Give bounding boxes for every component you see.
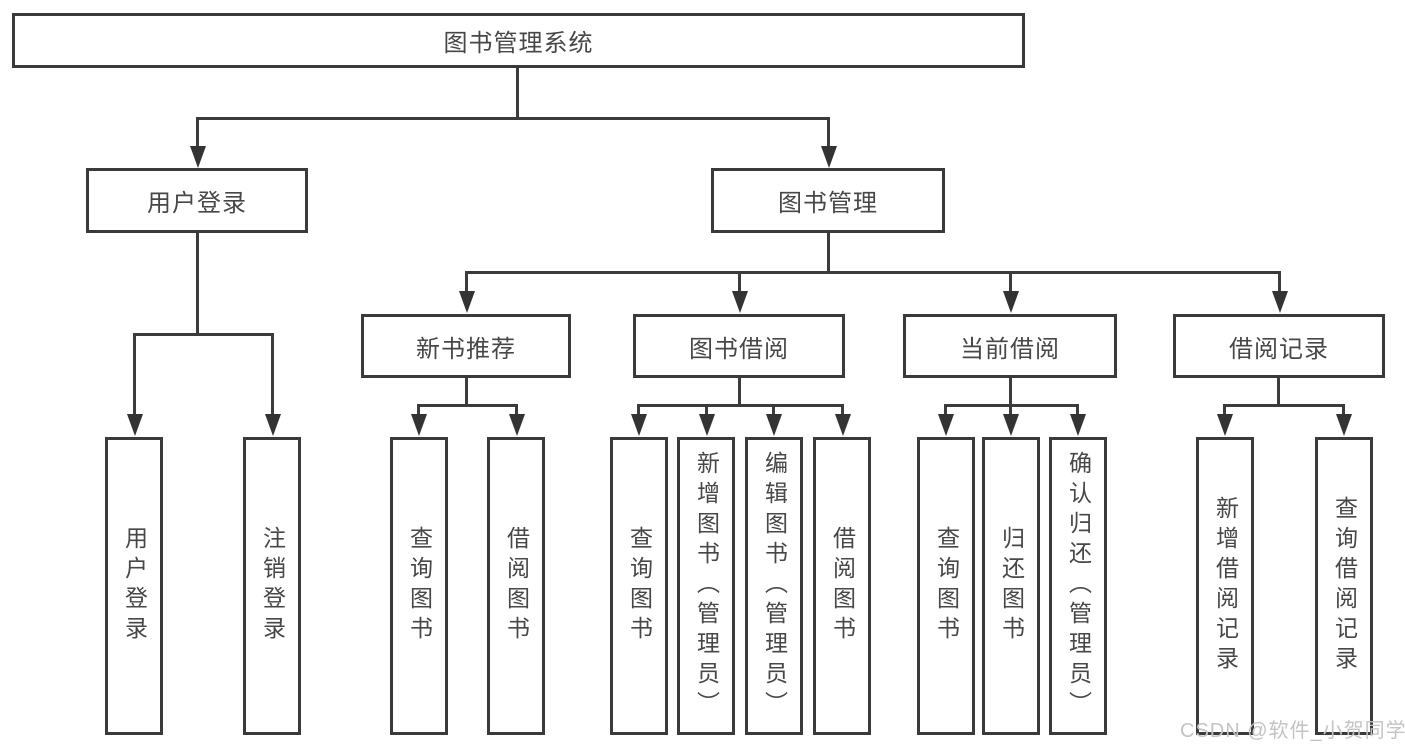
connector-drop-leaf9 (1009, 404, 1012, 416)
connector-userlogin-stem (196, 231, 199, 336)
leaf-query-books-borrowing: 查询图书 (610, 437, 668, 735)
csdn-watermark: CSDN @软件_小贺同学 (1180, 720, 1405, 742)
arrow-leaf1 (265, 414, 281, 436)
node-new-book-recommendation: 新书推荐 (361, 314, 571, 378)
connector-drop-leaf6 (772, 404, 775, 416)
connector-newbooks-stem (465, 376, 468, 407)
arrow-leaf5 (699, 414, 715, 436)
connector-drop-leaf0 (133, 333, 136, 416)
connector-drop-leaf4 (637, 404, 640, 416)
connector-drop-leaf1 (271, 333, 274, 416)
leaf-user-login: 用户登录 (105, 437, 163, 735)
node-root-system: 图书管理系统 (12, 13, 1025, 68)
arrow-book-mgmt (821, 146, 837, 168)
connector-userlogin-branch (133, 333, 274, 336)
node-borrowing-records: 借阅记录 (1173, 314, 1385, 378)
connector-drop-leaf5 (705, 404, 708, 416)
connector-borrowing-branch (637, 404, 844, 407)
connector-drop-book-mgmt (827, 117, 830, 148)
arrow-user-login (190, 146, 206, 168)
connector-bookmgmt-branch (465, 271, 1281, 274)
arrow-leaf4 (631, 414, 647, 436)
leaf-add-book-admin: 新增图书（管理员） (677, 437, 735, 735)
connector-drop-leaf11 (1223, 404, 1226, 416)
arrow-leaf0 (127, 414, 143, 436)
node-book-borrowing: 图书借阅 (633, 314, 845, 378)
arrow-leaf9 (1003, 414, 1019, 436)
leaf-return-books: 归还图书 (982, 437, 1040, 735)
arrow-borrowing (732, 291, 748, 313)
connector-records-stem (1277, 376, 1280, 407)
connector-drop-newbooks (465, 271, 468, 293)
connector-borrowing-stem (738, 376, 741, 407)
arrow-leaf10 (1070, 414, 1086, 436)
connector-records-branch (1223, 404, 1345, 407)
arrow-current (1003, 291, 1019, 313)
leaf-query-borrow-record: 查询借阅记录 (1315, 437, 1373, 735)
leaf-borrow-books-recommend: 借阅图书 (487, 437, 545, 735)
connector-drop-leaf7 (841, 404, 844, 416)
connector-bookmgmt-stem (827, 231, 830, 274)
connector-drop-borrowing (738, 271, 741, 293)
leaf-confirm-return-admin: 确认归还（管理员） (1049, 437, 1107, 735)
connector-root-stem (516, 66, 519, 119)
leaf-query-books-current: 查询图书 (917, 437, 975, 735)
connector-drop-leaf12 (1342, 404, 1345, 416)
connector-root-branch (196, 117, 830, 120)
connector-drop-leaf8 (944, 404, 947, 416)
leaf-add-borrow-record: 新增借阅记录 (1196, 437, 1254, 735)
arrow-leaf7 (835, 414, 851, 436)
connector-drop-user-login (196, 117, 199, 148)
connector-newbooks-branch (417, 404, 518, 407)
arrow-newbooks (459, 291, 475, 313)
node-current-borrowing: 当前借阅 (903, 314, 1117, 378)
connector-drop-current (1009, 271, 1012, 293)
arrow-leaf2 (411, 414, 427, 436)
connector-current-stem (1009, 376, 1012, 407)
arrow-leaf6 (766, 414, 782, 436)
leaf-borrow-books-borrowing: 借阅图书 (813, 437, 871, 735)
connector-drop-records (1278, 271, 1281, 293)
arrow-leaf12 (1336, 414, 1352, 436)
leaf-logout: 注销登录 (243, 437, 301, 735)
arrow-leaf8 (938, 414, 954, 436)
leaf-query-books-recommend: 查询图书 (390, 437, 448, 735)
connector-drop-leaf3 (515, 404, 518, 416)
arrow-leaf11 (1217, 414, 1233, 436)
leaf-edit-book-admin: 编辑图书（管理员） (745, 437, 803, 735)
connector-drop-leaf10 (1076, 404, 1079, 416)
connector-drop-leaf2 (417, 404, 420, 416)
node-book-management: 图书管理 (711, 168, 945, 233)
arrow-records (1272, 291, 1288, 313)
node-user-login: 用户登录 (86, 168, 308, 233)
arrow-leaf3 (509, 414, 525, 436)
